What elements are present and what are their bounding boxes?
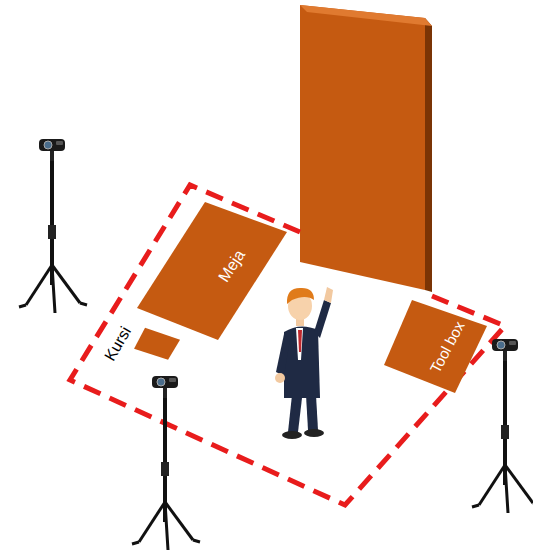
table-shape-fill: [137, 202, 287, 340]
toolbox-shape-outline: [384, 300, 487, 393]
table-shape-outline: [137, 202, 287, 340]
wall-top: [300, 5, 432, 26]
toolbox-shape-fill: [384, 300, 487, 393]
table-shape: Meja: [137, 202, 287, 340]
camera-tripod: [132, 376, 200, 550]
camera-tripod: [19, 139, 87, 313]
wall-side: [425, 18, 432, 292]
toolbox-shape: Tool box: [384, 300, 487, 393]
chair-shape-fill: [134, 328, 180, 360]
camera-tripod: [472, 339, 533, 513]
chair-shape: Kursi: [100, 322, 180, 366]
person-figure: [275, 287, 333, 439]
shape-label: Kursi: [102, 324, 134, 364]
wall-panel: [300, 5, 425, 290]
area-boundary: [70, 185, 505, 505]
